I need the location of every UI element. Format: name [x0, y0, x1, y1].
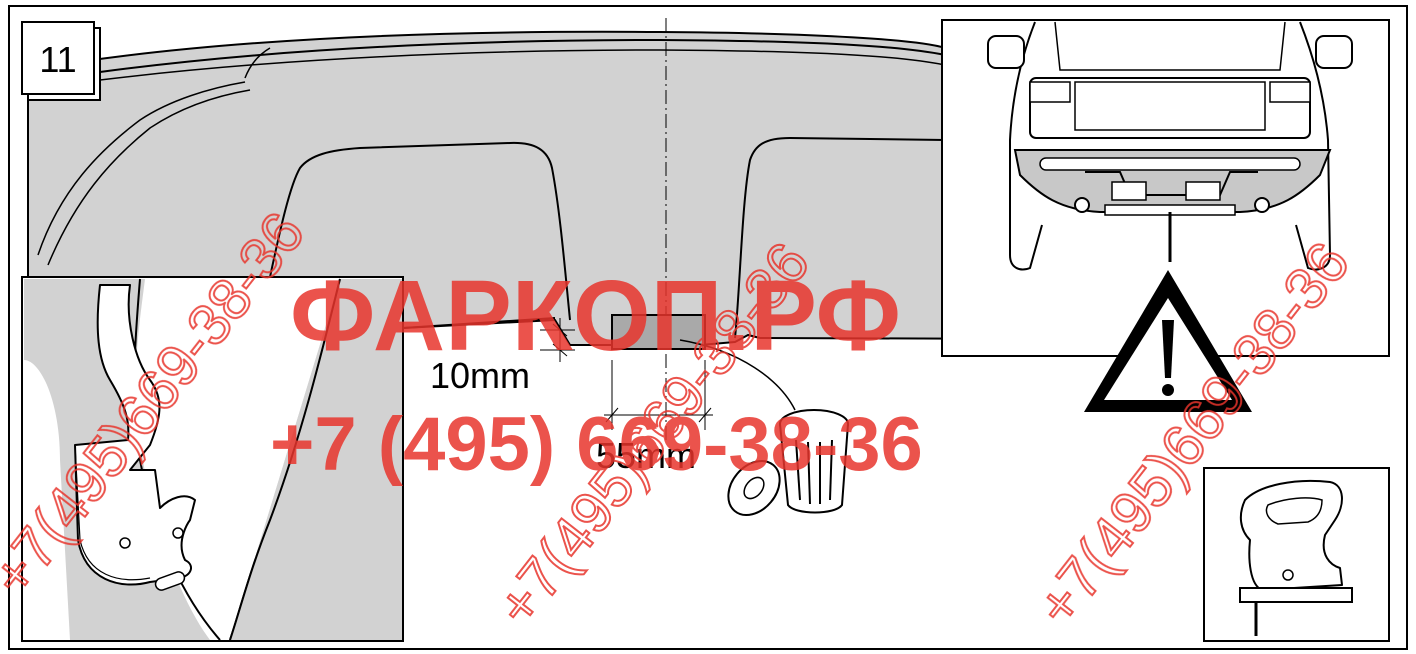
watermark-phone: +7 (495) 669-38-36: [270, 402, 923, 487]
rear-bumper: [27, 18, 1351, 440]
warning-triangle-icon: [1084, 270, 1252, 412]
cutout-leader-line: [679, 339, 796, 411]
cutout-area: [611, 314, 706, 350]
jigsaw-tool-inset: [1203, 467, 1390, 642]
bracket-detail-inset: [21, 276, 404, 642]
dimension-55mm: 55mm: [596, 360, 713, 476]
dimension-10mm: 10mm: [430, 318, 575, 396]
dimension-width-label: 55mm: [596, 435, 696, 476]
watermark-site-name: ФАРКОП.РФ: [290, 260, 901, 372]
step-number-badge: 11: [21, 21, 101, 101]
step-number: 11: [39, 39, 76, 80]
trash-bin-icon: [727, 409, 849, 516]
dimension-height-label: 10mm: [430, 355, 530, 396]
jigsaw-tool-icon: [1239, 479, 1353, 636]
